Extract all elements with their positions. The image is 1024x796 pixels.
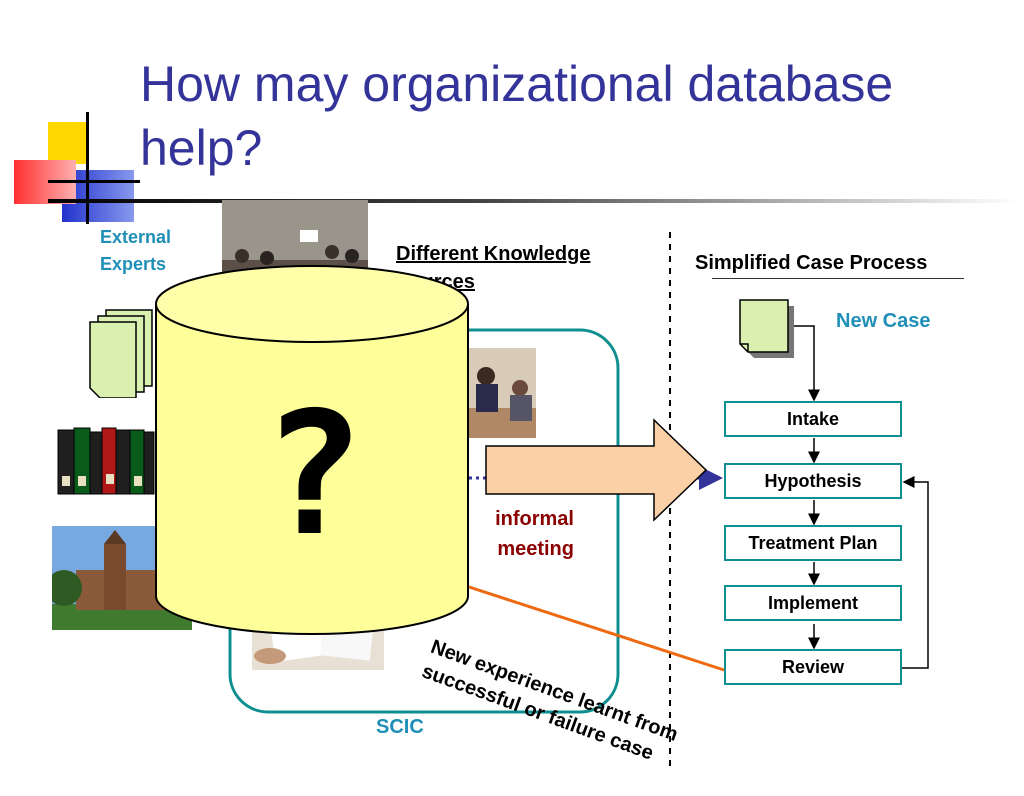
step-implement: Implement	[724, 585, 902, 621]
block-arrow	[485, 418, 708, 522]
database-cylinder	[155, 265, 469, 635]
new-case-label: New Case	[836, 310, 931, 332]
step-intake: Intake	[724, 401, 902, 437]
corner-decoration	[0, 100, 140, 230]
step-treatment-plan: Treatment Plan	[724, 525, 902, 561]
documents-icon	[89, 309, 153, 398]
feedback-line	[465, 584, 725, 672]
step-hypothesis: Hypothesis	[724, 463, 902, 499]
database-question-mark: ?	[262, 376, 365, 574]
external-experts-label: External Experts	[100, 227, 172, 274]
case-process-heading: Simplified Case Process	[695, 252, 928, 274]
scic-label: SCIC	[376, 716, 424, 738]
case-process-underline	[712, 278, 964, 279]
informal-meeting-label: informal meeting	[495, 508, 574, 560]
title-divider	[48, 199, 1018, 203]
step-review: Review	[724, 649, 902, 685]
books-icon	[57, 427, 155, 495]
new-case-document-icon	[739, 299, 794, 358]
slide-title: How may organizational database help?	[140, 56, 894, 176]
discussion-photo	[464, 348, 536, 438]
